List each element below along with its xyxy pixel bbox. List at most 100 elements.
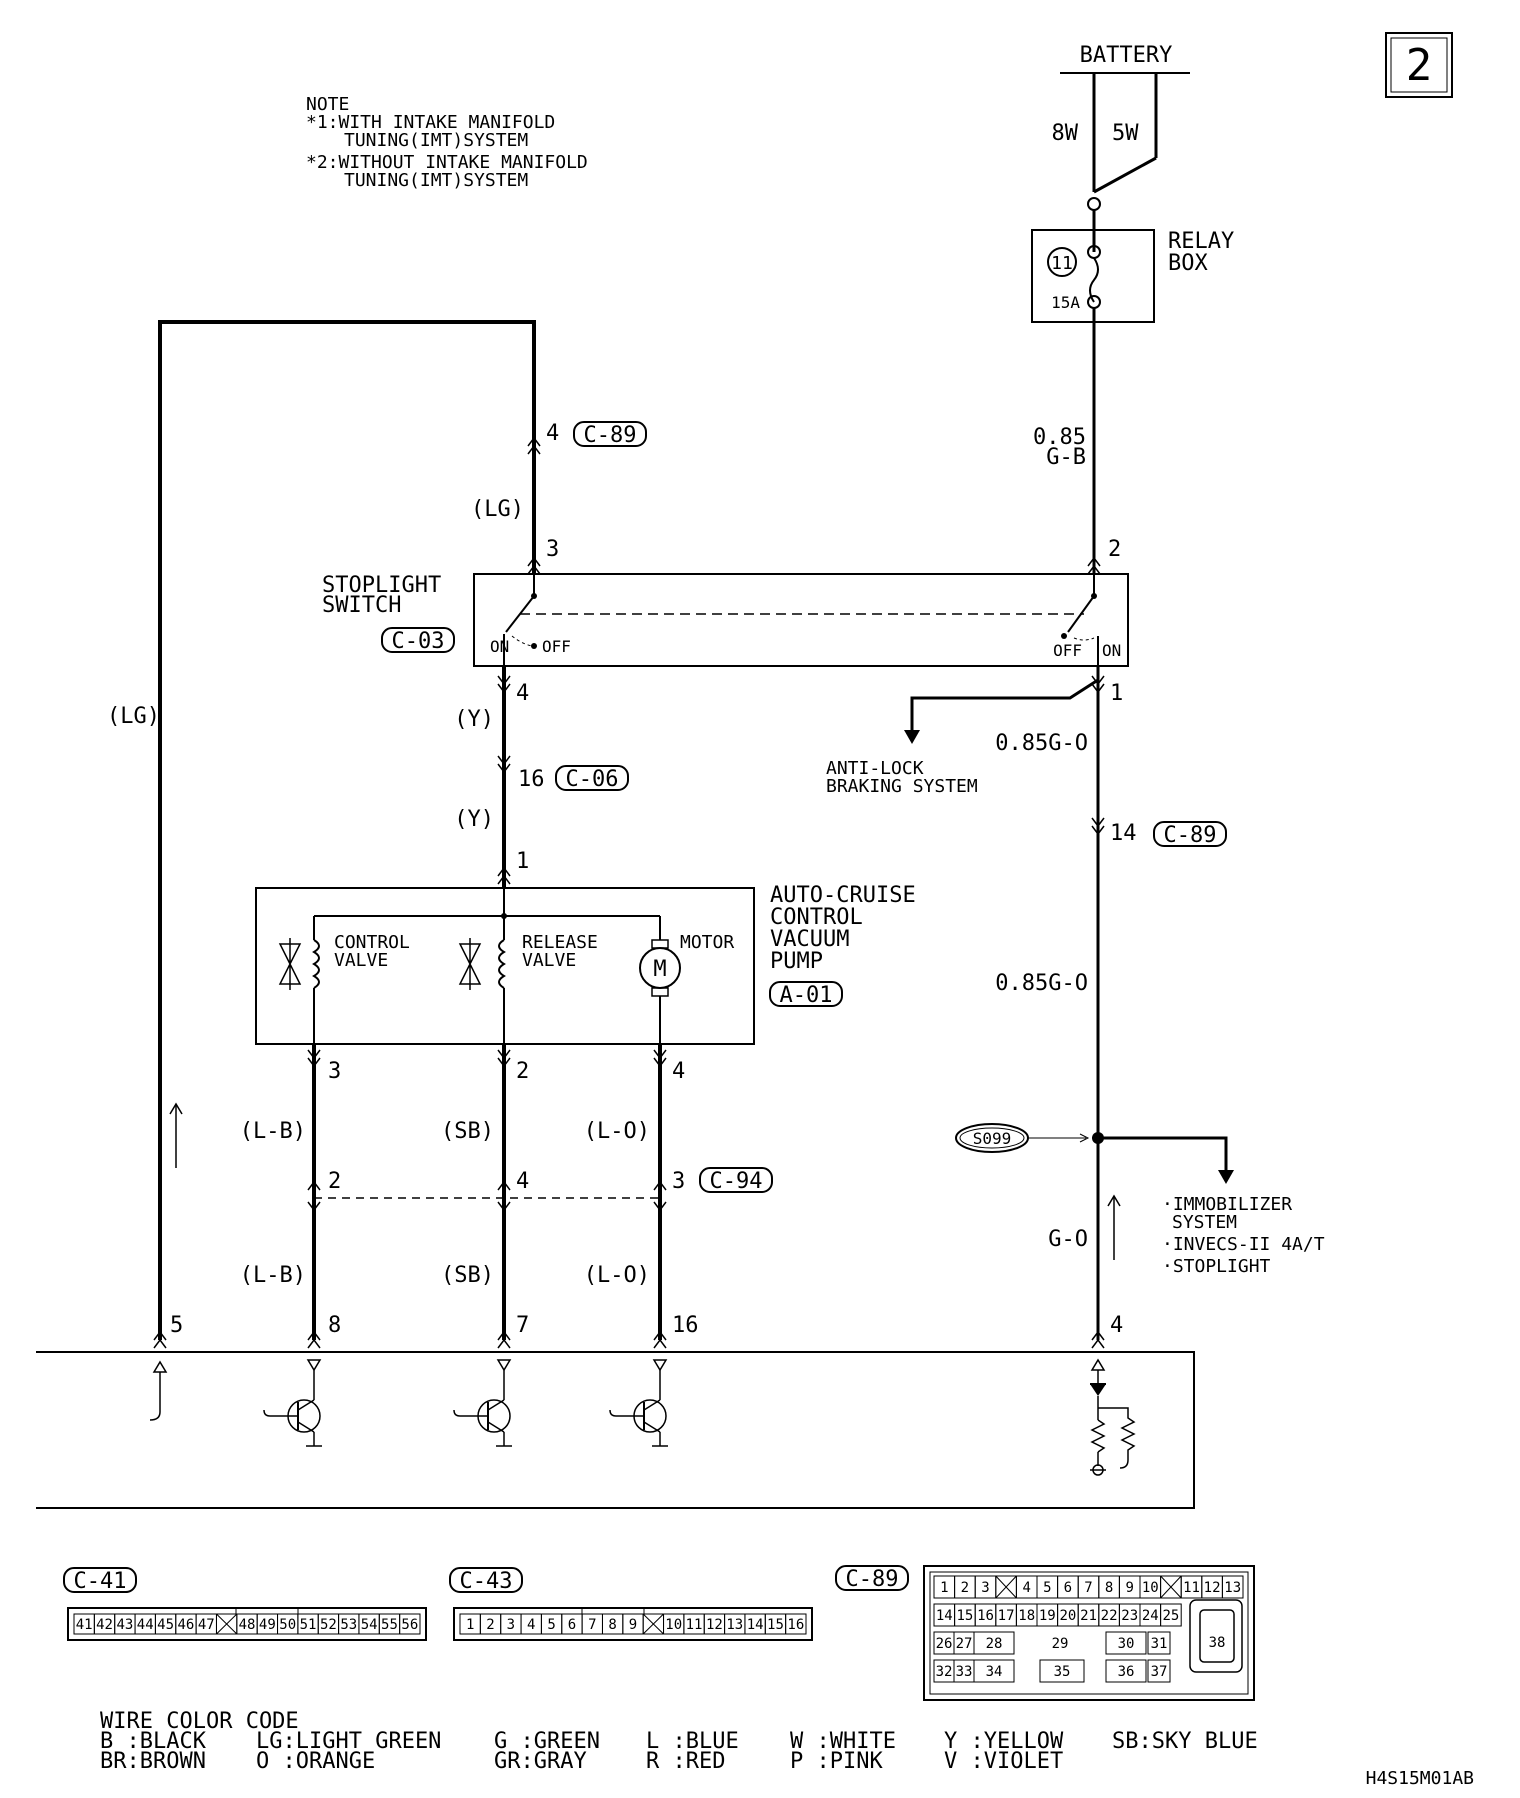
cc-r1-0: B :BLACK — [100, 1729, 207, 1754]
wire-sb-lower: (SB) — [441, 1263, 494, 1288]
switch-pin-4: 4 — [516, 681, 529, 706]
c89_row2-pin: 19 — [1039, 1608, 1056, 1624]
c06-connector: C-06 — [566, 767, 619, 792]
c41_pins-pin: 45 — [157, 1617, 174, 1633]
c89_row3-pin: 27 — [956, 1636, 973, 1652]
cc-r1-4: W :WHITE — [790, 1729, 896, 1754]
cc-r1-1: LG:LIGHT GREEN — [256, 1729, 441, 1754]
c03-connector: C-03 — [392, 629, 445, 654]
note-line-1b: TUNING(IMT)SYSTEM — [344, 130, 528, 151]
wire-go: 1 0.85G-O 14 C-89 0.85G-O G-O — [995, 666, 1227, 1340]
stoplight-switch-label-2: SWITCH — [322, 593, 401, 618]
c41_pins-pin: 48 — [239, 1617, 256, 1633]
switch-on-right: ON — [1102, 641, 1121, 660]
release-valve-coil-icon — [498, 939, 506, 989]
wire-go-upper: 0.85G-O — [995, 731, 1088, 756]
c89_row1-pin: 6 — [1064, 1580, 1072, 1596]
c89-pin-14: 14 — [1110, 821, 1137, 846]
c89_row1-pin: 4 — [1022, 1580, 1030, 1596]
pump-pin-1: 1 — [516, 849, 529, 874]
c43_pins-pin: 3 — [507, 1617, 515, 1633]
switch-pin-3: 3 — [546, 537, 559, 562]
c43_pins-pin: 9 — [629, 1617, 637, 1633]
c89_row1-pin: 7 — [1084, 1580, 1092, 1596]
switch-off-right: OFF — [1053, 641, 1082, 660]
dest-immobilizer: ·IMMOBILIZER — [1162, 1194, 1292, 1215]
diode-input-icon — [1090, 1358, 1136, 1476]
cc-r2-2: GR:GRAY — [494, 1749, 587, 1774]
vacuum-pump: AUTO-CRUISE CONTROL VACUUM PUMP A-01 CON… — [255, 883, 916, 1045]
c41_pins-pin: 46 — [178, 1617, 195, 1633]
c41_pins-pin: 54 — [361, 1617, 378, 1633]
pump-label-3: VACUUM — [770, 927, 849, 952]
dest-stoplight: ·STOPLIGHT — [1162, 1256, 1271, 1277]
c89_row1-pin: 13 — [1224, 1580, 1241, 1596]
c89_row2-pin: 22 — [1101, 1608, 1118, 1624]
wire-y-lower: (Y) — [454, 807, 494, 832]
c89_row2-pin: 23 — [1121, 1608, 1138, 1624]
c89_row2-pin: 25 — [1162, 1608, 1179, 1624]
ecu-pin-5: 5 — [170, 1313, 183, 1338]
wire-lg-loop: (LG) 4 C-89 (LG) 3 — [107, 320, 647, 1340]
c89_row1-pin: 11 — [1183, 1580, 1200, 1596]
cc-r1-2: G :GREEN — [494, 1729, 600, 1754]
note-line-2: *2:WITHOUT INTAKE MANIFOLD — [306, 152, 588, 173]
pump-label-1: AUTO-CRUISE — [770, 883, 916, 908]
fuse-rating: 15A — [1051, 293, 1080, 312]
c89_row2-pin: 16 — [977, 1608, 994, 1624]
c41-label: C-41 — [74, 1569, 127, 1594]
relay-box-label-2: BOX — [1168, 251, 1208, 276]
switch-off-left: OFF — [542, 637, 571, 656]
transistor-icon — [609, 1359, 668, 1447]
wire-gb: 0.85 G-B 2 — [1033, 308, 1121, 575]
wire-gb-color: G-B — [1046, 445, 1086, 470]
dest-system: SYSTEM — [1172, 1212, 1237, 1233]
control-valve-label-1: CONTROL — [334, 932, 410, 953]
c43_pins-pin: 2 — [486, 1617, 494, 1633]
c89_row2-pin: 17 — [998, 1608, 1015, 1624]
c89-connector-right: C-89 — [1164, 823, 1217, 848]
control-valve-icon — [278, 938, 302, 990]
page-number-box: 2 — [1385, 32, 1453, 98]
battery-wire-5w: 5W — [1112, 121, 1139, 146]
ecu-pin-7: 7 — [516, 1313, 529, 1338]
c89_row2-pin: 14 — [936, 1608, 953, 1624]
c94-pin-2: 2 — [328, 1169, 341, 1194]
motor-label: MOTOR — [680, 932, 734, 953]
c89_row2-pin: 18 — [1018, 1608, 1035, 1624]
c41_pins-pin: 53 — [340, 1617, 357, 1633]
c89-connector-top: C-89 — [584, 423, 637, 448]
empty-pin-cross-icon — [216, 1613, 238, 1635]
control-valve-coil-icon — [312, 939, 320, 989]
relay-box-label-1: RELAY — [1168, 229, 1234, 254]
ecu-pin-8: 8 — [328, 1313, 341, 1338]
note-title: NOTE — [306, 94, 349, 115]
c89_row3-pin: 28 — [986, 1636, 1003, 1652]
c41_pins-pin: 49 — [259, 1617, 276, 1633]
c89_row1-pin: 10 — [1142, 1580, 1159, 1596]
wire-gb-size: 0.85 — [1033, 425, 1086, 450]
c89_row4-pin: 32 — [936, 1664, 953, 1680]
note-block: NOTE *1:WITH INTAKE MANIFOLD TUNING(IMT)… — [306, 94, 588, 191]
switch-on-left: ON — [490, 637, 509, 656]
fuse-number: 11 — [1051, 253, 1073, 274]
abs-branch: ANTI-LOCK BRAKING SYSTEM — [826, 678, 1099, 797]
ecu-pins: 5 8 7 16 4 — [153, 1313, 1123, 1349]
release-valve-label-2: VALVE — [522, 950, 576, 971]
cc-r2-1: O :ORANGE — [256, 1749, 375, 1774]
c41_pins-pin: 44 — [137, 1617, 154, 1633]
pump-pin-2: 2 — [516, 1059, 529, 1084]
ecu-pin-4: 4 — [1110, 1313, 1123, 1338]
splice-s099: S099 ·IMMOBILIZER SYSTEM ·INVECS-II 4A/T… — [955, 1123, 1325, 1277]
transistor-icon — [453, 1359, 512, 1447]
note-line-1: *1:WITH INTAKE MANIFOLD — [306, 112, 555, 133]
abs-label-2: BRAKING SYSTEM — [826, 776, 978, 797]
c41_pins-pin: 52 — [320, 1617, 337, 1633]
cc-r1-6: SB:SKY BLUE — [1112, 1729, 1258, 1754]
splice-label: S099 — [973, 1129, 1012, 1148]
c43-label: C-43 — [460, 1569, 513, 1594]
c89_row1-pin: 2 — [961, 1580, 969, 1596]
transistor-icon — [263, 1359, 322, 1447]
battery: BATTERY 8W 5W — [1052, 43, 1190, 211]
